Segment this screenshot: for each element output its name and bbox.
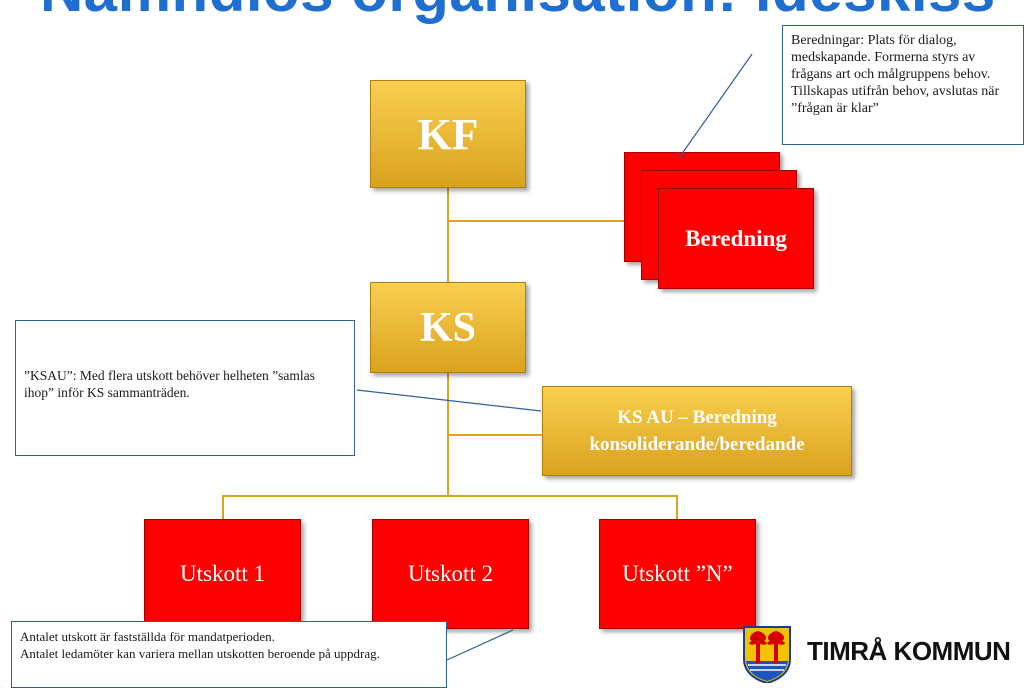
note-utskott-line2: Antalet ledamöter kan variera mellan uts…: [20, 646, 380, 661]
timra-kommun-logo-icon: [743, 626, 791, 683]
connector-kf-ks: [447, 188, 449, 284]
page-title: Nämndlös organisation: idéskiss: [40, 0, 996, 25]
note-utskott-line1: Antalet utskott är fastställda för manda…: [20, 629, 275, 644]
connector-utskott-bar: [222, 495, 677, 497]
ks-label: KS: [419, 304, 477, 351]
kf-label: KF: [417, 109, 479, 159]
connector-to-beredning: [448, 220, 626, 222]
pointer-utskott: [446, 629, 514, 661]
note-ksau-text: ”KSAU”: Med flera utskott behöver helhet…: [24, 368, 315, 400]
connector-to-ks-au: [448, 434, 542, 436]
note-utskott: Antalet utskott är fastställda för manda…: [11, 621, 447, 688]
utskott1-box: Utskott 1: [144, 519, 301, 629]
utskott1-label: Utskott 1: [180, 561, 265, 586]
logo-text: TIMRÅ KOMMUN: [807, 636, 1011, 666]
beredning-box: Beredning: [658, 188, 814, 289]
note-beredningar: Beredningar: Plats för dialog, medskapan…: [782, 25, 1024, 145]
beredning-label: Beredning: [685, 225, 787, 251]
utskott2-label: Utskott 2: [408, 561, 493, 586]
utskottN-box: Utskott ”N”: [599, 519, 756, 629]
ks-au-label-line2: konsoliderande/beredande: [589, 434, 805, 455]
pointer-beredningar: [678, 53, 753, 159]
ks-box: KS: [370, 282, 526, 373]
connector-utskott1: [222, 495, 224, 519]
note-ksau: ”KSAU”: Med flera utskott behöver helhet…: [15, 320, 355, 456]
note-beredningar-text: Beredningar: Plats för dialog, medskapan…: [791, 33, 1000, 116]
ks-au-label-line1: KS AU – Beredning: [617, 407, 777, 428]
pointer-ksau: [356, 389, 542, 412]
kf-box: KF: [370, 80, 526, 188]
ks-au-box: KS AU – Beredning konsoliderande/beredan…: [542, 386, 852, 476]
utskott2-box: Utskott 2: [372, 519, 529, 629]
connector-utskott3: [676, 495, 678, 519]
utskottN-label: Utskott ”N”: [622, 561, 733, 586]
